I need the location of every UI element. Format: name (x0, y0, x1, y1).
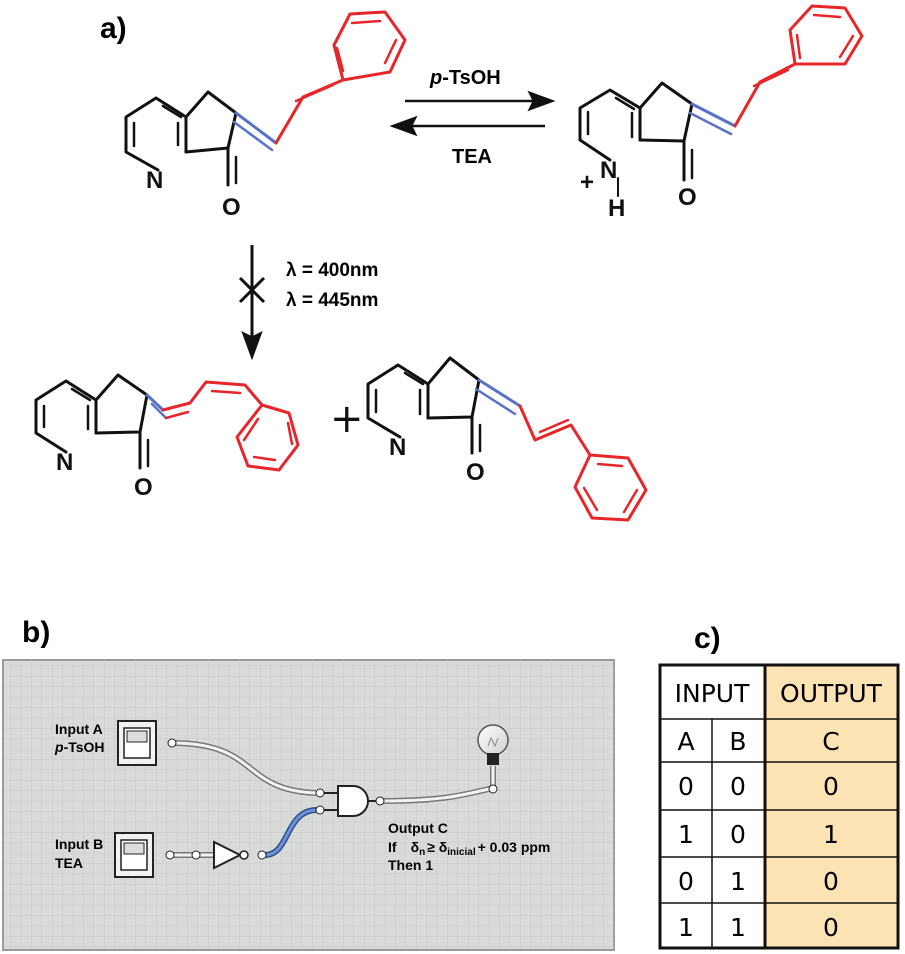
nitrogen-atom: N (56, 449, 73, 476)
blocked-arrow (238, 245, 266, 361)
molecule-z-isomer: N O (34, 373, 300, 501)
molecule-protonated: N H + O (578, 4, 864, 222)
cell-r2-b: 0 (730, 820, 746, 849)
panel-c-label: c) (694, 622, 721, 655)
molecule-top-left: N O (124, 10, 407, 221)
column-a-header: A (677, 727, 694, 756)
hydrogen-atom: H (608, 195, 625, 222)
acid-reagent-label: p-TsOH (429, 67, 501, 89)
wavelength-label-2: λ = 445nm (286, 290, 378, 311)
wavelength-label-1: λ = 400nm (286, 260, 378, 281)
and-gate (315, 785, 385, 817)
input-b-reagent: TEA (55, 855, 83, 871)
plus-sign: + (330, 396, 364, 442)
switch-input-b[interactable] (114, 832, 154, 878)
oxygen-atom: O (222, 194, 241, 221)
switch-input-a[interactable] (117, 720, 157, 766)
oxygen-atom: O (134, 474, 153, 501)
header-input: INPUT (675, 679, 750, 708)
cell-r4-c: 0 (823, 913, 839, 942)
output-then: Then 1 (388, 857, 433, 873)
positive-charge: + (580, 169, 594, 196)
cell-r3-c: 0 (823, 867, 839, 896)
molecule-e-isomer: N O (366, 356, 648, 522)
panel-a-label: a) (100, 12, 127, 45)
input-a-reagent: p-TsOH (54, 739, 105, 755)
column-c-header: C (822, 727, 839, 756)
cell-r1-c: 0 (823, 772, 839, 801)
oxygen-atom: O (678, 184, 697, 211)
cell-r2-a: 1 (678, 820, 694, 849)
cell-r4-b: 1 (730, 913, 746, 942)
output-label: Output C (388, 820, 448, 836)
input-b-label: Input B (55, 836, 103, 852)
equilibrium-arrows (389, 90, 556, 137)
cell-r1-b: 0 (730, 772, 746, 801)
cell-r4-a: 1 (678, 913, 694, 942)
nitrogen-atom: N (600, 157, 617, 184)
oxygen-atom: O (466, 459, 485, 486)
panel-b-label: b) (22, 616, 50, 649)
input-a-label: Input A (55, 721, 103, 737)
column-b-header: B (729, 727, 746, 756)
header-output: OUTPUT (780, 679, 883, 708)
nitrogen-atom: N (389, 434, 406, 461)
lightbulb-icon (477, 724, 509, 794)
nitrogen-atom: N (146, 167, 163, 194)
truth-table: INPUT OUTPUT A B C 0 0 0 1 0 1 0 1 0 1 1… (658, 663, 900, 950)
cell-r2-c: 1 (823, 820, 839, 849)
cell-r3-b: 1 (730, 867, 746, 896)
cell-r1-a: 0 (678, 772, 694, 801)
cell-r3-a: 0 (678, 867, 694, 896)
not-gate (213, 840, 267, 870)
base-reagent-label: TEA (452, 146, 492, 168)
